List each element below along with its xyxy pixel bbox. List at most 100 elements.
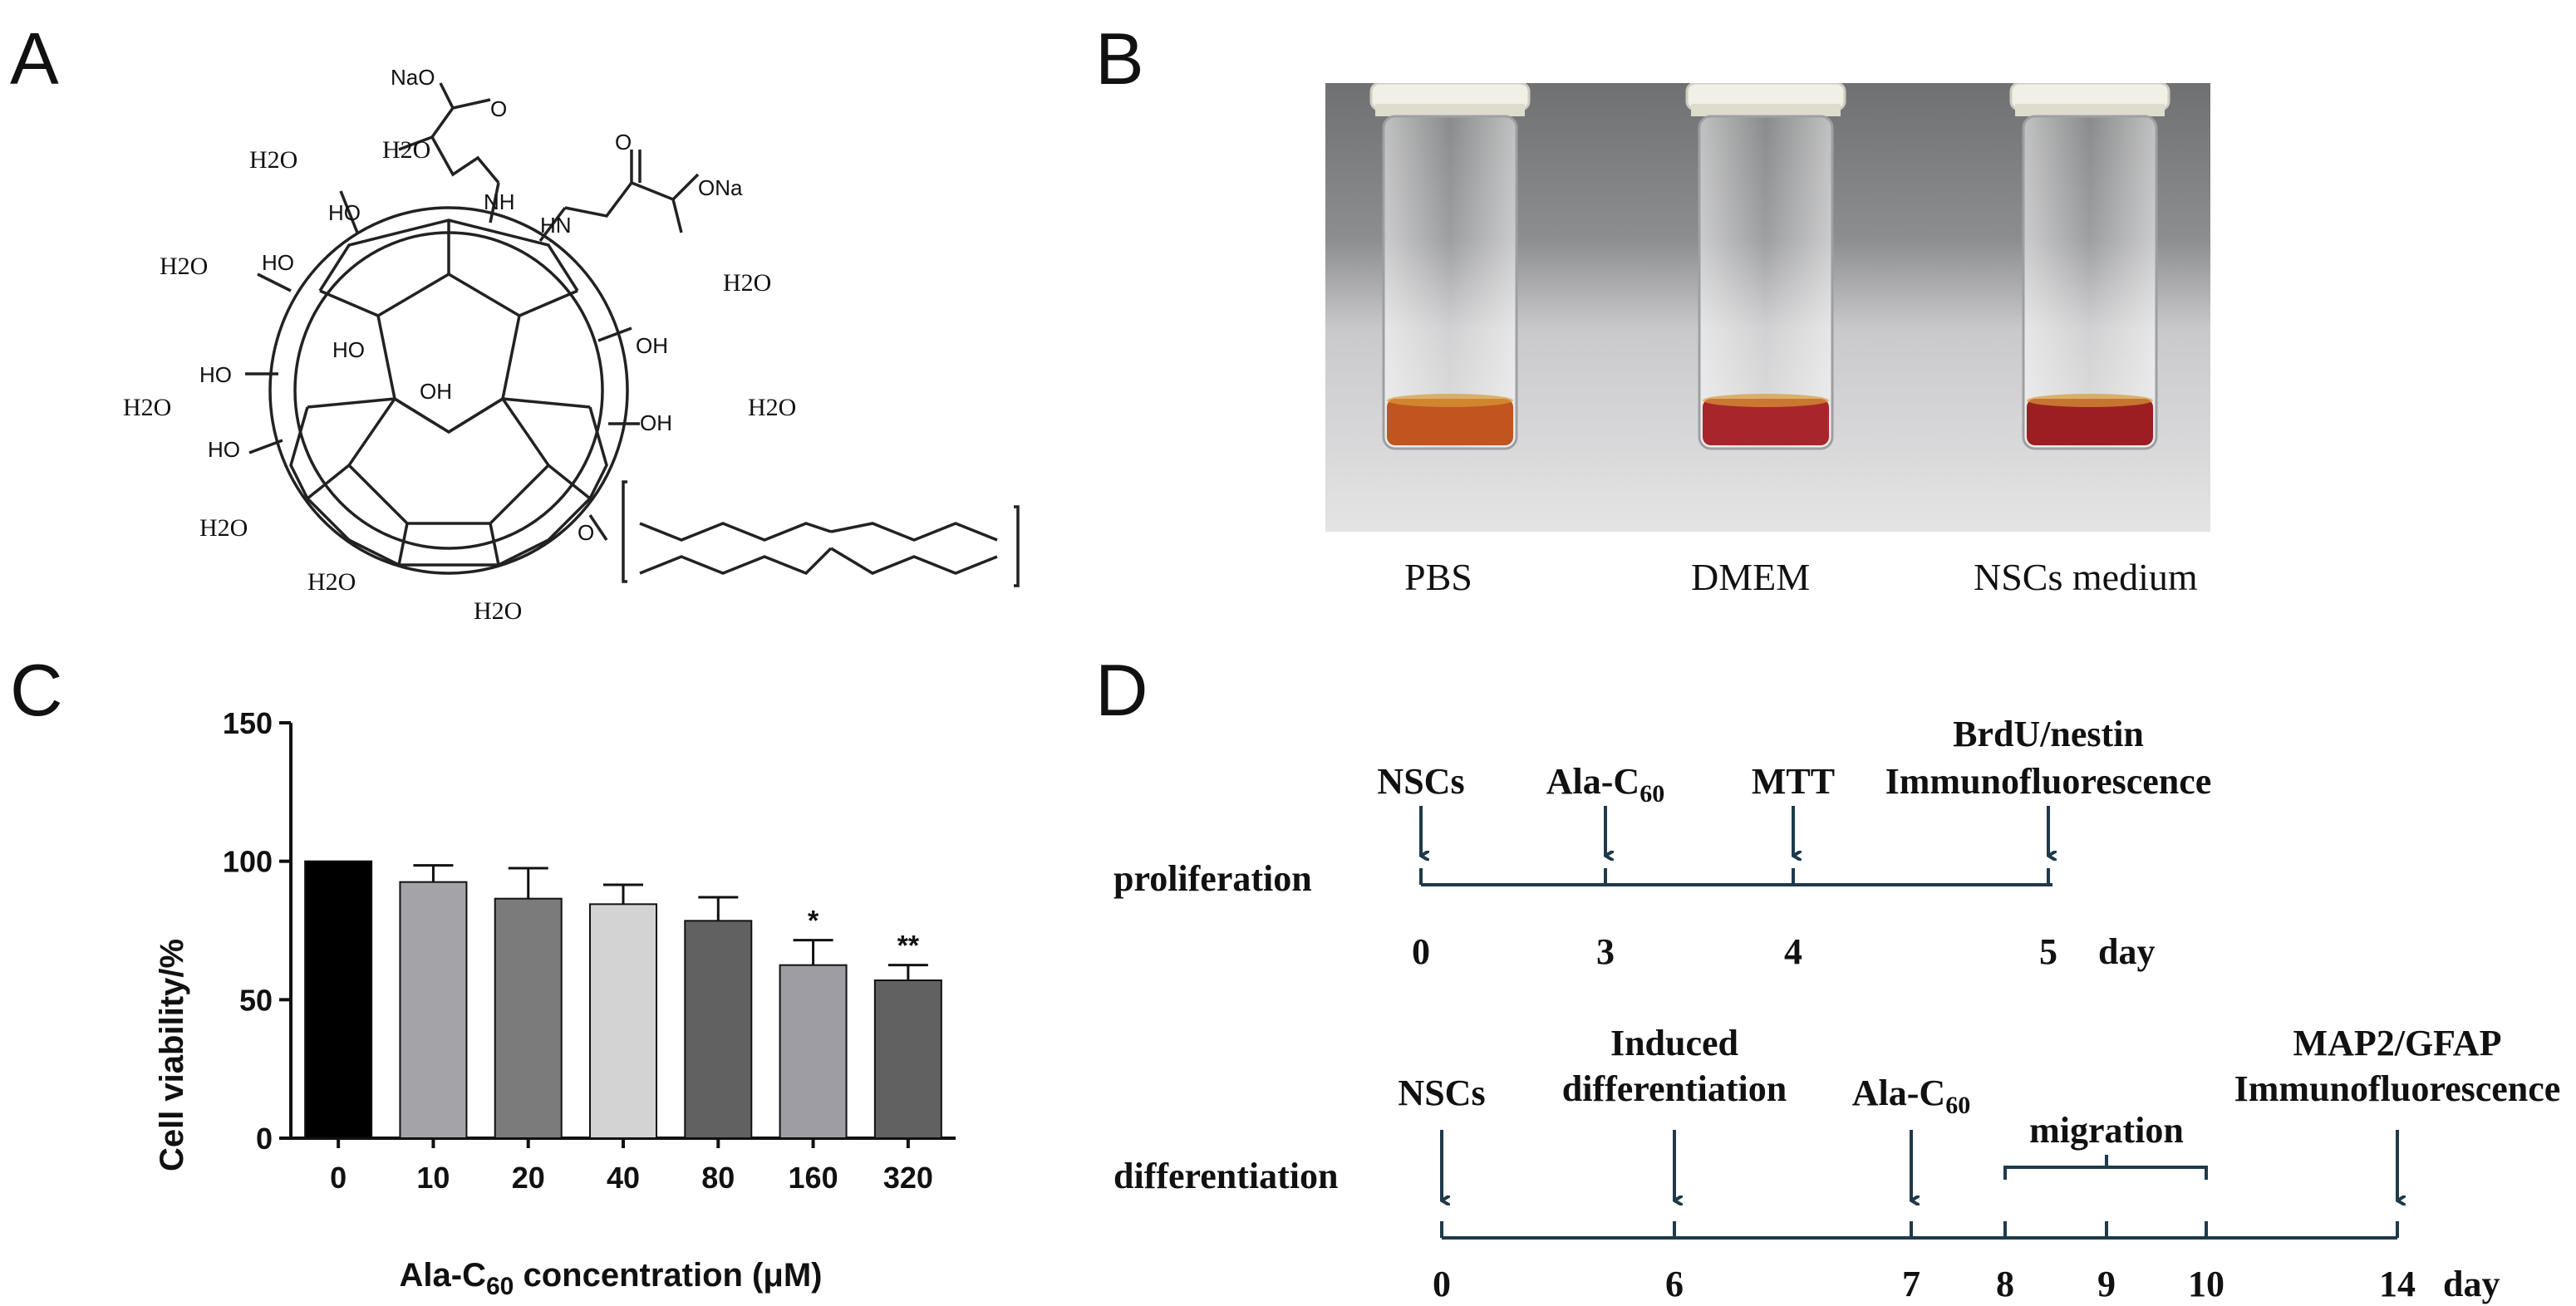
p-event-brdu-line2: Immunofluorescence — [1885, 761, 2212, 802]
d-day-6: 6 — [1665, 1264, 1684, 1304]
vial-1 — [1685, 83, 1846, 450]
x-tick-label: 80 — [701, 1161, 735, 1195]
ala-c60-structure: H2O H2O H2O H2O H2O H2O H2O H2O H2O NaO … — [123, 65, 1020, 625]
water-3: H2O — [160, 253, 208, 280]
p-event-ala-c60: Ala-C60 — [1546, 761, 1664, 808]
bar-10 — [399, 881, 468, 1140]
bar-160 — [779, 964, 848, 1139]
vial-meniscus — [1703, 394, 1829, 407]
y-tick-label: 150 — [223, 706, 273, 740]
y-axis-label: Cell viability/% — [154, 939, 190, 1171]
hydroxyl-4: OH — [420, 379, 452, 404]
migration-label: migration — [2029, 1110, 2184, 1151]
vial-meniscus — [2027, 394, 2153, 407]
hydroxyl-2: HO — [262, 250, 294, 275]
d-day-0: 0 — [1433, 1264, 1451, 1304]
d-event-map2-line2: Immunofluorescence — [2234, 1068, 2561, 1109]
water-8: H2O — [307, 568, 356, 596]
vial-2 — [2009, 83, 2170, 450]
d-day-8: 8 — [1996, 1264, 2014, 1304]
d-event-induced-line1: Induced — [1610, 1023, 1738, 1063]
d-event-ala-c60: Ala-C60 — [1852, 1073, 1970, 1119]
bar-80 — [684, 920, 753, 1139]
x-tick-label: 40 — [607, 1161, 640, 1195]
y-tick-label: 0 — [256, 1122, 273, 1156]
vial-liquid — [1387, 399, 1513, 445]
x-tick-label: 320 — [883, 1161, 933, 1195]
significance-marker: ** — [897, 930, 920, 962]
hydroxyl-6: HO — [208, 437, 240, 462]
p-day-4: 4 — [1784, 931, 1802, 972]
p-event-nscs: NSCs — [1377, 761, 1464, 802]
vial-glass — [1382, 115, 1518, 450]
y-tick-label: 100 — [223, 845, 273, 879]
p-day-3: 3 — [1596, 931, 1615, 972]
d-day-9: 9 — [2097, 1264, 2116, 1304]
sodium-carboxylate-left: NaO — [391, 65, 435, 90]
water-1: H2O — [249, 146, 297, 174]
p-day-5: 5 — [2039, 931, 2057, 972]
bar-320 — [873, 980, 942, 1139]
d-event-nscs: NSCs — [1398, 1073, 1485, 1113]
hydroxyl-8: OH — [640, 410, 672, 435]
d-day-10: 10 — [2188, 1264, 2225, 1304]
proliferation-label: proliferation — [1113, 858, 1312, 899]
panel-b-label: B — [1095, 17, 1144, 100]
x-tick-label: 160 — [789, 1161, 838, 1195]
d-day-7: 7 — [1902, 1264, 1920, 1304]
panel-a-label: A — [10, 17, 59, 100]
bar-0 — [304, 860, 373, 1140]
migration-bracket — [2003, 1155, 2208, 1180]
p-day-unit: day — [2098, 931, 2155, 972]
water-2: H2O — [382, 136, 430, 164]
d-day-14: 14 — [2379, 1264, 2416, 1304]
water-4: H2O — [723, 269, 771, 297]
p-event-mtt: MTT — [1752, 761, 1835, 802]
sodium-carboxylate-right: ONa — [698, 175, 743, 200]
hydroxyl-5: HO — [199, 362, 232, 387]
hydroxyl-7: OH — [636, 333, 668, 358]
hydroxyl-1: HO — [328, 200, 361, 225]
carbonyl-right: O — [615, 130, 632, 155]
vial-glass — [1698, 115, 1834, 450]
carbonyl-left: O — [490, 96, 507, 121]
d-event-map2-line1: MAP2/GFAP — [2293, 1023, 2502, 1063]
vial-label-pbs: PBS — [1404, 556, 1472, 598]
differentiation-label: differentiation — [1113, 1156, 1339, 1196]
vial-liquid — [2027, 399, 2153, 445]
amine-left: NH — [484, 189, 515, 214]
p-day-0: 0 — [1412, 931, 1430, 972]
vial-photo — [1325, 83, 2210, 532]
bar-40 — [589, 903, 657, 1139]
x-axis-label: Ala-C60 concentration (μM) — [400, 1257, 823, 1300]
x-tick-label: 0 — [330, 1161, 347, 1195]
panel-d-label: D — [1095, 649, 1148, 731]
vial-cap-rim — [1375, 104, 1525, 116]
d-day-unit: day — [2443, 1264, 2500, 1304]
x-tick-label: 10 — [416, 1161, 450, 1195]
panel-c-label: C — [10, 649, 63, 731]
vial-cap-rim — [2015, 104, 2165, 116]
water-9: H2O — [474, 597, 522, 625]
vial-cap-rim — [1691, 104, 1841, 116]
d-event-induced-line2: differentiation — [1562, 1068, 1787, 1109]
x-tick-label: 20 — [512, 1161, 545, 1195]
water-6: H2O — [748, 394, 796, 421]
cell-viability-bar-chart: 0 50 100 150 0 10 20 40 80 160 * 320 ** Cell viabili… — [154, 706, 956, 1300]
vial-label-dmem: DMEM — [1691, 556, 1811, 598]
water-5: H2O — [123, 394, 171, 421]
water-7: H2O — [199, 514, 248, 542]
vial-meniscus — [1387, 394, 1513, 407]
vial-0 — [1369, 83, 1531, 450]
oxide: O — [578, 520, 594, 545]
vial-liquid — [1703, 399, 1829, 445]
p-event-brdu-line1: BrdU/nestin — [1953, 714, 2144, 754]
significance-marker: * — [808, 906, 819, 937]
y-tick-label: 50 — [239, 983, 273, 1017]
fullerene-cage — [268, 206, 629, 575]
vial-label-nscs-medium: NSCs medium — [1974, 556, 2198, 598]
experiment-timeline: proliferation NSCs Ala-C60 MTT BrdU/nest… — [1113, 714, 2561, 1304]
bar-20 — [494, 897, 563, 1140]
amine-right: HN — [540, 213, 572, 238]
hydroxyl-3: HO — [332, 337, 365, 362]
